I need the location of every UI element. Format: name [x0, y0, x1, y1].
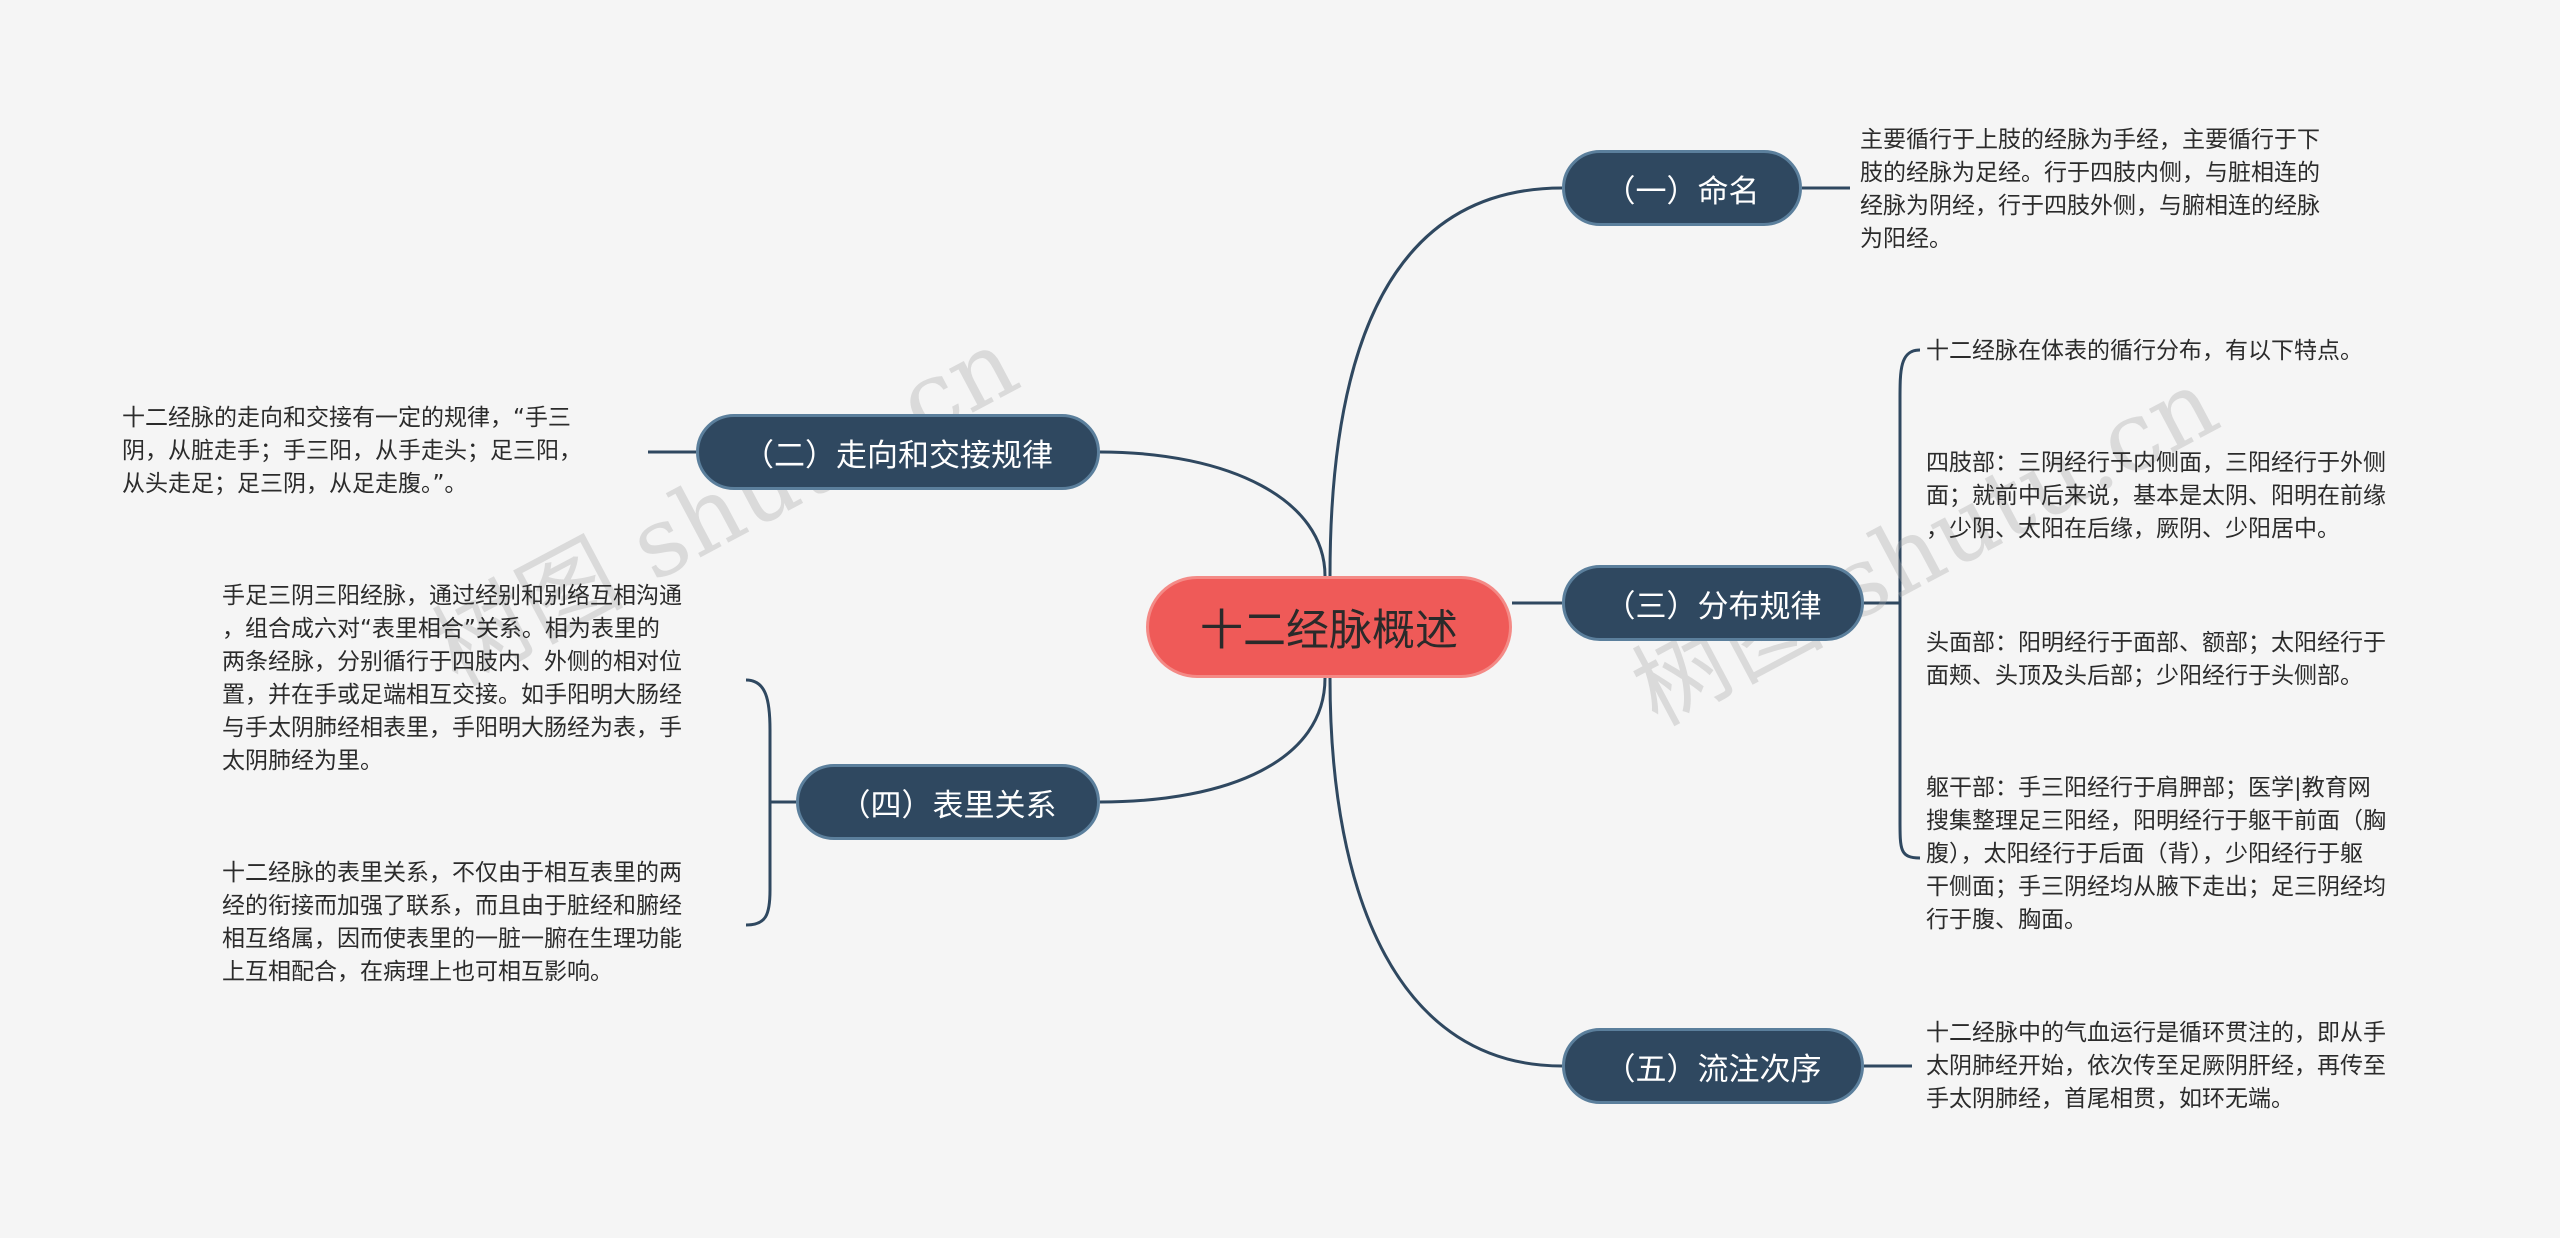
link-root-b5	[1328, 677, 1563, 1068]
link-root-b2	[1099, 450, 1327, 577]
leaf-distribution-intro: 十二经脉在体表的循行分布，有以下特点。	[1926, 338, 2363, 364]
branch-naming-label: （一）命名	[1604, 173, 1760, 210]
branch-interior-exterior-label: （四）表里关系	[839, 787, 1057, 824]
branch-naming[interactable]: （一）命名	[1562, 150, 1802, 226]
bracket-b4	[745, 678, 772, 927]
leaf-interior-exterior-relation: 十二经脉的表里关系，不仅由于相互表里的两 经的衔接而加强了联系，而且由于脏经和腑…	[222, 860, 682, 985]
root-label: 十二经脉概述	[1200, 606, 1458, 656]
leaf-flow-order-text: 十二经脉中的气血运行是循环贯注的，即从手 太阴肺经开始，依次传至足厥阴肝经，再传…	[1926, 1020, 2386, 1112]
link-root-b4	[1099, 677, 1327, 804]
leaf-naming-text: 主要循行于上肢的经脉为手经，主要循行于下 肢的经脉为足经。行于四肢内侧，与脏相连…	[1860, 127, 2320, 252]
branch-interior-exterior[interactable]: （四）表里关系	[796, 764, 1100, 840]
branch-direction-rules-label: （二）走向和交接规律	[743, 437, 1053, 474]
leaf-distribution-head: 头面部：阳明经行于面部、额部；太阳经行于 面颊、头顶及头后部；少阳经行于头侧部。	[1926, 630, 2386, 689]
leaf-distribution-trunk: 躯干部：手三阳经行于肩胛部；医学|教育网 搜集整理足三阳经，阳明经行于躯干前面（…	[1926, 775, 2386, 933]
root-node[interactable]: 十二经脉概述	[1146, 576, 1512, 678]
leaf-direction-text: 十二经脉的走向和交接有一定的规律，“手三 阴，从脏走手；手三阳，从手走头；足三阳…	[122, 405, 582, 497]
branch-flow-order-label: （五）流注次序	[1604, 1051, 1822, 1088]
leaf-interior-exterior-pairing: 手足三阴三阳经脉，通过经别和别络互相沟通 ，组合成六对“表里相合”关系。相为表里…	[222, 583, 682, 774]
branch-flow-order[interactable]: （五）流注次序	[1562, 1028, 1864, 1104]
link-root-b1	[1328, 186, 1563, 577]
bracket-b3	[1898, 348, 1921, 860]
branch-distribution-rules[interactable]: （三）分布规律	[1562, 565, 1864, 641]
branch-distribution-rules-label: （三）分布规律	[1604, 588, 1822, 625]
leaf-distribution-limbs: 四肢部：三阴经行于内侧面，三阳经行于外侧 面；就前中后来说，基本是太阴、阳明在前…	[1926, 450, 2386, 542]
branch-direction-rules[interactable]: （二）走向和交接规律	[696, 414, 1100, 490]
